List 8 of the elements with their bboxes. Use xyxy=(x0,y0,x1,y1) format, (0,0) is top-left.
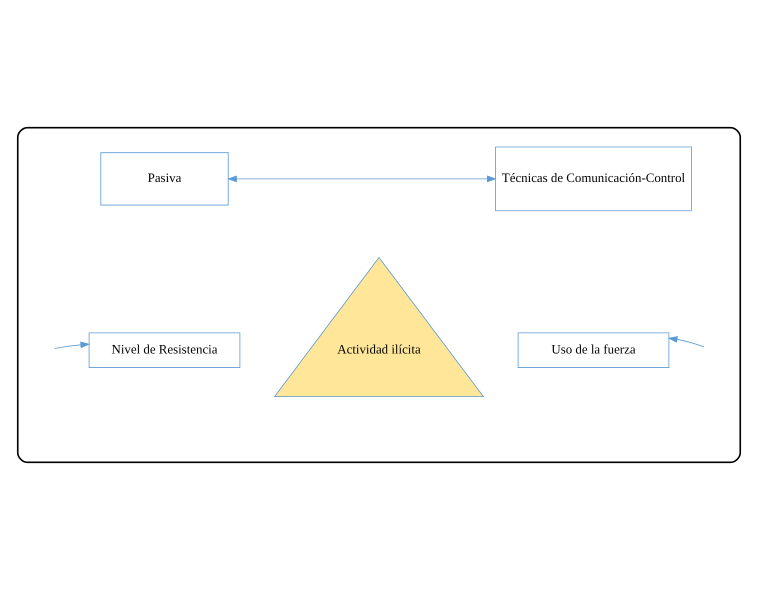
arrow xyxy=(54,341,90,349)
node-box: Uso de la fuerza xyxy=(518,332,670,368)
node-box: Técnicas de Comunicación-Control xyxy=(495,146,692,212)
node-box: Pasiva xyxy=(100,152,229,206)
cluster xyxy=(16,126,742,464)
arrow xyxy=(227,176,497,182)
arrow xyxy=(668,336,704,348)
node-box: Nivel de Resistencia xyxy=(88,332,240,368)
